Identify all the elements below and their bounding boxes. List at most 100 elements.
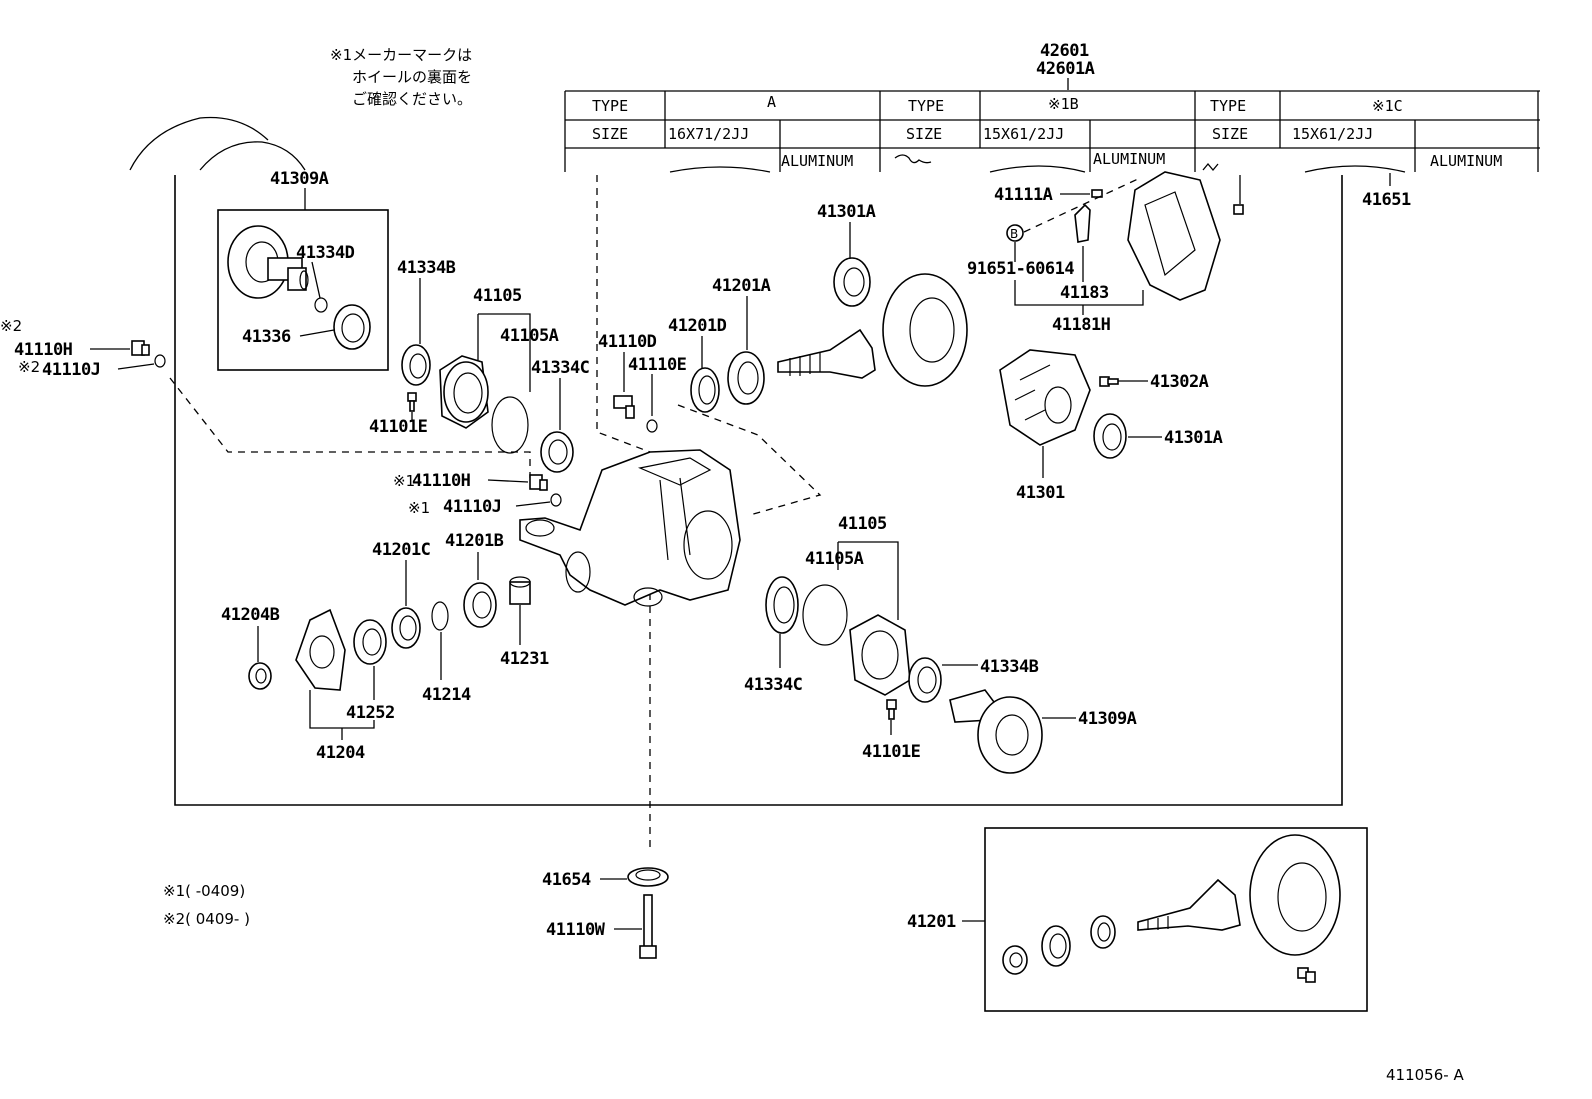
callout-41105A-right: 41105A <box>805 549 864 569</box>
callout-41334B-left: 41334B <box>397 258 456 278</box>
dash-leader-top <box>596 175 651 453</box>
callout-41201D: 41201D <box>668 316 727 336</box>
drive-pinion-shaft <box>777 328 876 379</box>
callout-41110H-2: 41110H <box>14 340 73 360</box>
bolt-41101e-right <box>886 699 897 720</box>
type-label-c: TYPE <box>1210 97 1246 115</box>
bolt-41101e-left <box>407 392 417 412</box>
drain-plug-41110h <box>131 340 150 356</box>
callout-41105-left: 41105 <box>473 286 522 306</box>
bearing-41201b <box>463 582 497 628</box>
callout-41309A-top: 41309A <box>270 169 329 189</box>
callout-41201: 41201 <box>907 912 956 932</box>
callout-41101E-right: 41101E <box>862 742 921 762</box>
callout-41252: 41252 <box>346 703 395 723</box>
bearing-41201c <box>391 607 421 649</box>
mark1-41110J: ※1 <box>408 499 430 517</box>
mount-bolt-41110w <box>639 894 657 959</box>
manufacturer-note-line2: ホイールの裏面を <box>352 68 472 86</box>
snap-ring-41334d <box>314 297 328 313</box>
wheel-type-table: TYPE A TYPE ※1B TYPE ※1C SIZE 16X71/2JJ … <box>564 90 1540 173</box>
kit-pinion-shaft <box>1137 878 1241 931</box>
callout-41654: 41654 <box>542 870 591 890</box>
cover-bolt <box>1233 175 1244 215</box>
type-value-c: ※1C <box>1372 97 1403 115</box>
side-bearing-41301a-top <box>833 257 871 307</box>
drain-plug-41110h-center <box>529 474 548 491</box>
companion-flange-part <box>227 225 309 299</box>
callout-41111A: 41111A <box>994 185 1053 205</box>
figure-id: 411056- A <box>1386 1066 1464 1084</box>
side-bearing-retainer-right <box>849 614 911 696</box>
callout-41110J-2: 41110J <box>42 360 100 380</box>
callout-41105A-left: 41105A <box>500 326 559 346</box>
assy-number-2: 42601A <box>1036 59 1095 79</box>
collapsible-spacer-41231 <box>509 576 531 605</box>
callout-41214: 41214 <box>422 685 471 705</box>
callout-41231: 41231 <box>500 649 549 669</box>
inset-box-flange <box>217 209 389 371</box>
dash-leader-left <box>169 377 531 478</box>
gasket-41110j-center <box>550 493 562 507</box>
callout-41301A-right: 41301A <box>1164 428 1223 448</box>
callout-41336: 41336 <box>242 327 291 347</box>
inset-box-ring-pinion <box>984 827 1368 1012</box>
material-b: ALUMINUM <box>1093 150 1165 168</box>
mark2-41110J: ※2 <box>18 358 40 376</box>
type-value-a: A <box>767 93 776 111</box>
material-c: ALUMINUM <box>1430 152 1502 170</box>
assy-number-1: 42601 <box>1040 41 1089 61</box>
legend-note-1: ※1( -0409) <box>163 882 245 900</box>
callout-41105-right: 41105 <box>838 514 887 534</box>
callout-41110D: 41110D <box>598 332 657 352</box>
bolt-ref-label: B <box>1010 227 1018 241</box>
driveshaft-arc-1 <box>129 116 269 171</box>
bolt-ref-circle <box>1006 224 1024 242</box>
oil-seal-41334c-right <box>765 576 799 634</box>
mount-cushion-41654 <box>627 867 669 887</box>
callout-41110J-1: 41110J <box>443 497 501 517</box>
o-ring-41105a-left <box>491 396 529 454</box>
size-value-c: 15X61/2JJ <box>1292 125 1373 143</box>
callout-91651-60614: 91651-60614 <box>967 259 1074 279</box>
differential-case-41301 <box>999 349 1091 446</box>
callout-41651: 41651 <box>1362 190 1411 210</box>
oil-seal-41334b-left <box>401 344 431 386</box>
type-label-a: TYPE <box>592 97 628 115</box>
bolt-41302a <box>1099 376 1119 387</box>
callout-41334D: 41334D <box>296 243 355 263</box>
main-frame <box>174 175 1343 806</box>
output-flange-41309a <box>949 689 1043 774</box>
callout-41302A: 41302A <box>1150 372 1209 392</box>
manufacturer-note-line3: ご確認ください。 <box>352 90 472 108</box>
callout-41204: 41204 <box>316 743 365 763</box>
side-bearing-41301a-right <box>1093 413 1127 459</box>
driveshaft-arc-2 <box>199 141 306 171</box>
bolt-ref-dash <box>1023 177 1141 233</box>
mark1-41110H: ※1 <box>393 472 415 490</box>
callout-41201A: 41201A <box>712 276 771 296</box>
gasket-41110j <box>154 354 166 368</box>
o-ring-41105a-right <box>802 584 848 646</box>
wheel-profile-b <box>989 165 1086 173</box>
companion-flange-41204 <box>295 608 346 691</box>
size-label-b: SIZE <box>906 125 942 143</box>
type-label-b: TYPE <box>908 97 944 115</box>
kit-ring-gear <box>1249 834 1341 956</box>
breather-plug-41111a <box>1091 189 1103 198</box>
callout-41301A-top: 41301A <box>817 202 876 222</box>
callout-41204B: 41204B <box>221 605 280 625</box>
dash-leader-right <box>677 404 822 516</box>
size-value-a: 16X71/2JJ <box>668 125 749 143</box>
callout-41201B: 41201B <box>445 531 504 551</box>
oil-seal-41334c-left <box>540 431 574 473</box>
kit-nut <box>1002 945 1028 975</box>
ring-gear <box>882 273 968 387</box>
kit-bearing-2 <box>1090 915 1116 949</box>
callout-41183: 41183 <box>1060 283 1109 303</box>
kit-bearing-1 <box>1041 925 1071 967</box>
callout-41201C: 41201C <box>372 540 430 560</box>
legend-note-2: ※2( 0409- ) <box>163 910 250 928</box>
type-value-b: ※1B <box>1048 95 1079 113</box>
